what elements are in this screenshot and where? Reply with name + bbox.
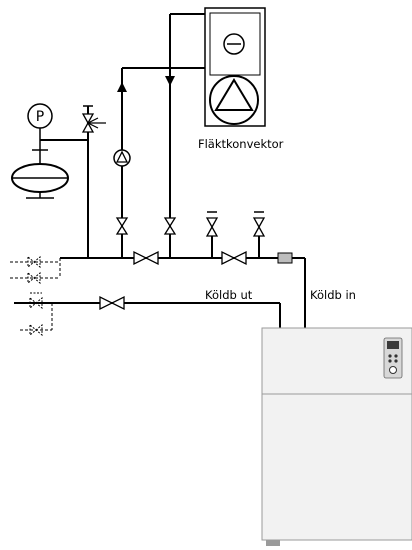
air-vent-valve [81, 105, 106, 133]
fan-icon [209, 75, 259, 125]
strainer [277, 252, 293, 264]
coolant-in-label: Köldb in [310, 288, 356, 302]
pressure-gauge: P [27, 103, 53, 129]
valve-header-1 [133, 250, 159, 266]
expansion-tank [11, 128, 69, 199]
drain-valve-1 [205, 211, 219, 258]
flow-up-arrow [117, 82, 127, 92]
fan-coil-coil-icon [223, 33, 245, 55]
control-knob [389, 366, 397, 374]
main-header-pipe [60, 257, 306, 328]
valve-header-2 [221, 250, 247, 266]
coolant-out-label: Köldb ut [205, 288, 253, 302]
drain-valve-2 [252, 211, 266, 258]
optional-connections-upper [10, 255, 61, 285]
valve-return-line [99, 295, 125, 311]
pressure-gauge-label: P [36, 109, 44, 125]
valve-return-vertical [163, 217, 177, 235]
valve-supply-vertical [115, 217, 129, 235]
control-panel [383, 337, 403, 379]
fan-coil-piping [117, 13, 205, 258]
fan-coil-unit [204, 7, 266, 127]
flow-down-arrow [165, 76, 175, 86]
circulation-pump [113, 149, 131, 167]
optional-connections-lower [20, 292, 53, 337]
fan-coil-label: Fläktkonvektor [198, 137, 284, 151]
control-display [387, 341, 399, 349]
return-pipe [14, 302, 281, 328]
